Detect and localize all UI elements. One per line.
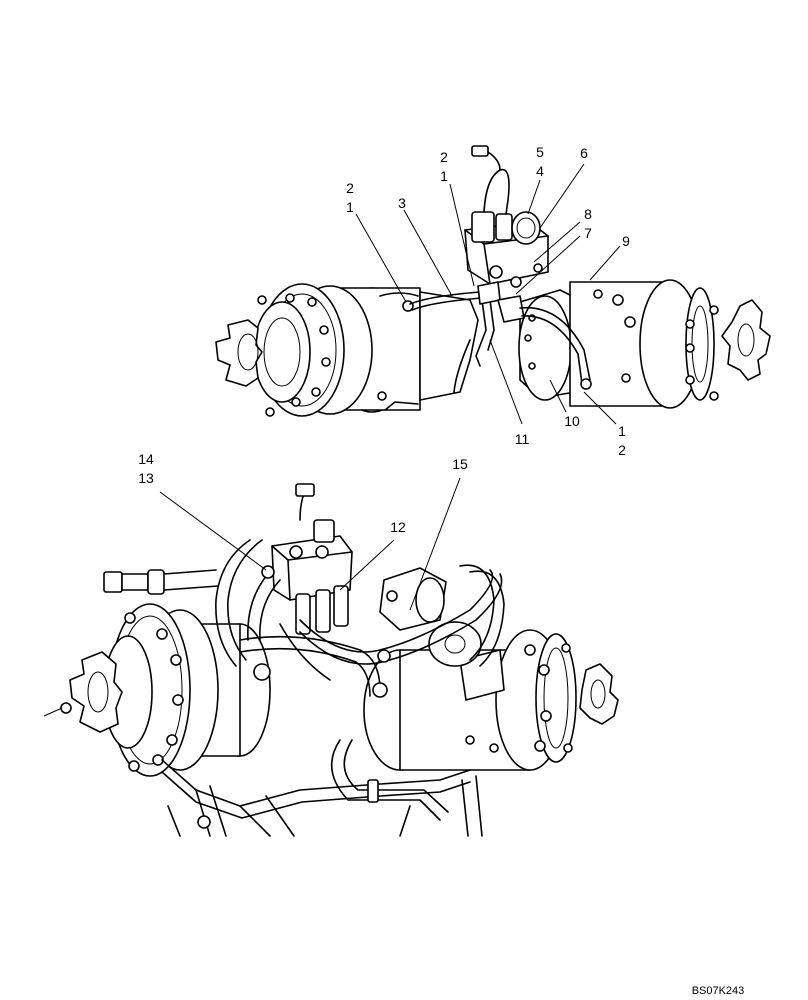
lower-drive-assembly xyxy=(43,477,619,837)
callout-13: 13 xyxy=(138,470,154,486)
left-motor-drum xyxy=(215,283,479,417)
callout-2-right: 2 xyxy=(618,442,626,458)
callout-1-upper-mid: 1 xyxy=(440,168,448,184)
callout-7: 7 xyxy=(584,225,592,241)
callout-8: 8 xyxy=(584,206,592,222)
straight-pipe-fitting xyxy=(103,569,219,595)
lower-valve-block xyxy=(271,483,353,635)
callout-11: 11 xyxy=(515,431,530,447)
callout-1-upper-left: 1 xyxy=(346,199,354,215)
upper-drive-assembly xyxy=(215,145,771,425)
right-motor-drum xyxy=(518,279,771,409)
callout-6: 6 xyxy=(580,145,588,161)
callout-labels: 2 1 3 2 1 5 4 6 8 7 9 11 10 1 2 14 13 15… xyxy=(138,144,630,535)
upper-hydraulic-lines xyxy=(409,281,592,393)
lower-leader-lines xyxy=(159,477,461,611)
lower-left-motor xyxy=(43,603,271,777)
callout-2-upper-mid: 2 xyxy=(440,149,448,165)
callout-2-upper-left: 2 xyxy=(346,180,354,196)
callout-14: 14 xyxy=(138,451,154,467)
callout-4: 4 xyxy=(536,163,544,179)
callout-10: 10 xyxy=(564,413,580,429)
callout-3: 3 xyxy=(398,195,406,211)
brake-valve-block xyxy=(464,145,549,288)
figure-reference-code: BS07K243 xyxy=(692,985,745,997)
callout-1-right: 1 xyxy=(618,423,626,439)
frame-tubing xyxy=(161,739,483,837)
callout-9: 9 xyxy=(622,233,630,249)
lower-hydraulic-lines xyxy=(215,539,505,698)
lower-right-motor xyxy=(363,629,619,771)
center-pump xyxy=(379,567,482,667)
callout-5: 5 xyxy=(536,144,544,160)
callout-15: 15 xyxy=(452,456,468,472)
callout-12: 12 xyxy=(390,519,406,535)
upper-leader-lines xyxy=(355,163,621,425)
